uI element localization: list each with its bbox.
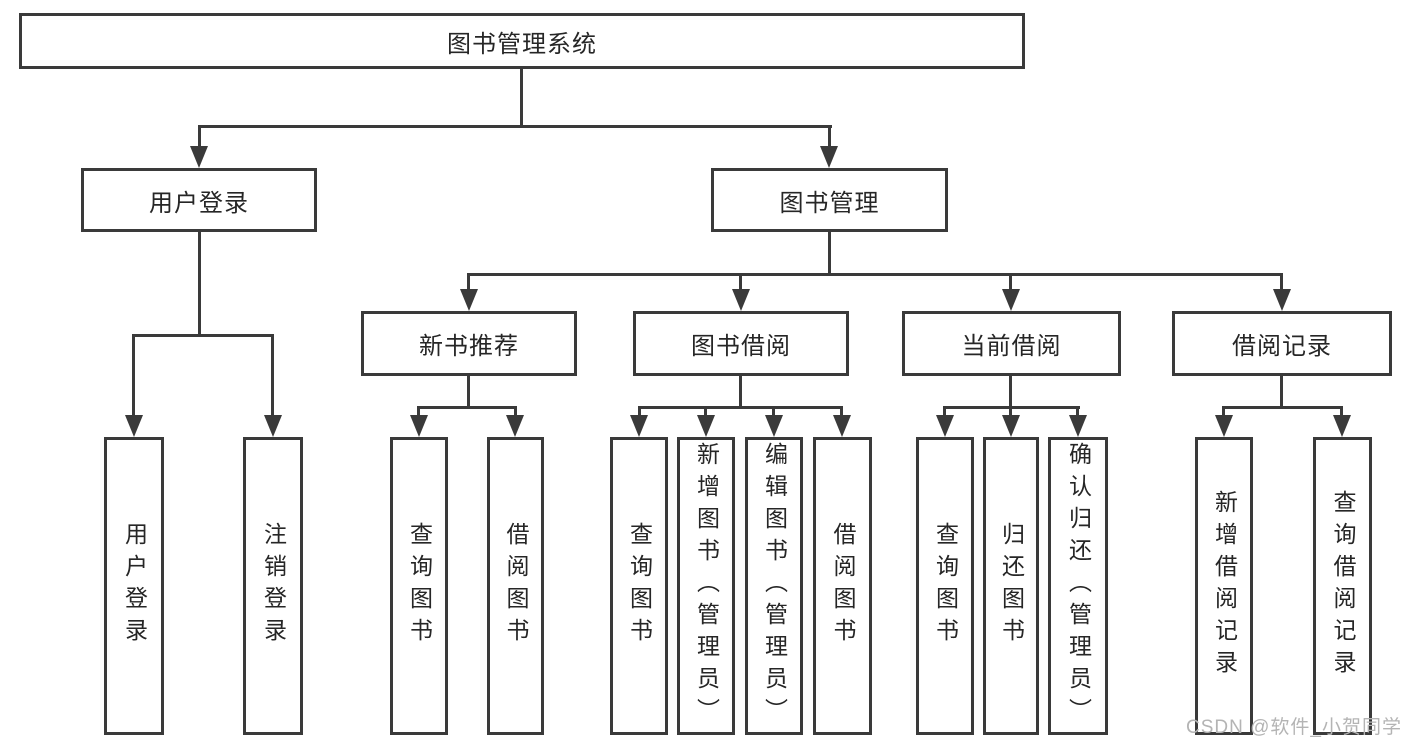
- leaf-label: 新增借阅记录: [1211, 490, 1238, 682]
- connector-to-nbr-query: [417, 406, 420, 418]
- connector-bb-hbar: [638, 406, 843, 409]
- leaf-label: 借阅图书: [503, 522, 529, 650]
- leaf-cb-return-books: 归还图书: [983, 437, 1039, 735]
- node-new-book-recommend: 新书推荐: [361, 311, 577, 376]
- connector-to-current-borrow: [1009, 273, 1012, 291]
- leaf-label: 借阅图书: [830, 522, 856, 650]
- connector-br-hbar: [1222, 406, 1343, 409]
- leaf-label: 确认归还（管理员）: [1065, 442, 1092, 730]
- arrow-down-icon: [1215, 415, 1233, 437]
- connector-nbr-stem: [467, 376, 470, 408]
- connector-to-new-book-recommend: [467, 273, 470, 291]
- connector-nbr-hbar: [417, 406, 517, 409]
- leaf-logout: 注销登录: [243, 437, 303, 735]
- connector-br-stem: [1280, 376, 1283, 408]
- node-current-borrow: 当前借阅: [902, 311, 1121, 376]
- connector-bb-stem: [739, 376, 742, 408]
- arrow-down-icon: [765, 415, 783, 437]
- connector-to-leaf-user-login: [132, 334, 135, 417]
- arrow-down-icon: [1069, 415, 1087, 437]
- leaf-label: 注销登录: [260, 522, 287, 650]
- arrow-down-icon: [732, 289, 750, 311]
- connector-to-user-login: [198, 125, 201, 148]
- arrow-down-icon: [1333, 415, 1351, 437]
- arrow-down-icon: [460, 289, 478, 311]
- leaf-label: 查询图书: [626, 522, 653, 650]
- connector-to-bb-query: [638, 406, 641, 418]
- node-label: 图书管理: [779, 189, 880, 217]
- connector-to-bb-borrow: [840, 406, 843, 418]
- connector-root-stem: [520, 69, 523, 127]
- arrow-down-icon: [1002, 289, 1020, 311]
- arrow-down-icon: [506, 415, 524, 437]
- leaf-br-add-borrow-record: 新增借阅记录: [1195, 437, 1253, 735]
- arrow-down-icon: [697, 415, 715, 437]
- connector-to-cb-query: [943, 406, 946, 418]
- arrow-down-icon: [630, 415, 648, 437]
- node-book-management: 图书管理: [711, 168, 948, 232]
- leaf-cb-query-books: 查询图书: [916, 437, 974, 735]
- node-book-borrow: 图书借阅: [633, 311, 849, 376]
- leaf-label: 新增图书（管理员）: [693, 442, 720, 730]
- connector-to-cb-return: [1009, 406, 1012, 418]
- leaf-label: 编辑图书（管理员）: [761, 442, 788, 730]
- node-label: 当前借阅: [961, 333, 1062, 360]
- node-label: 新书推荐: [419, 333, 519, 360]
- node-label: 用户登录: [149, 189, 249, 217]
- connector-book-mgmt-hbar: [467, 273, 1283, 276]
- arrow-down-icon: [1273, 289, 1291, 311]
- arrow-down-icon: [1002, 415, 1020, 437]
- connector-to-cb-confirm: [1076, 406, 1079, 418]
- leaf-label: 查询图书: [406, 522, 433, 650]
- connector-user-login-stem: [198, 232, 201, 336]
- connector-to-bb-edit: [772, 406, 775, 418]
- arrow-down-icon: [410, 415, 428, 437]
- connector-to-br-query: [1340, 406, 1343, 418]
- leaf-label: 查询图书: [932, 522, 959, 650]
- connector-to-borrow-records: [1280, 273, 1283, 291]
- node-label: 图书管理系统: [447, 30, 597, 58]
- leaf-cb-confirm-return-admin: 确认归还（管理员）: [1048, 437, 1108, 735]
- connector-to-nbr-borrow: [514, 406, 517, 418]
- connector-book-mgmt-stem: [828, 232, 831, 276]
- leaf-bb-query-books: 查询图书: [610, 437, 668, 735]
- arrow-down-icon: [820, 146, 838, 168]
- connector-to-book-borrow: [739, 273, 742, 291]
- leaf-user-login: 用户登录: [104, 437, 164, 735]
- node-root-library-system: 图书管理系统: [19, 13, 1025, 69]
- node-label: 图书借阅: [691, 333, 791, 360]
- connector-root-hbar: [198, 125, 832, 128]
- csdn-watermark: CSDN @软件_小贺同学: [1186, 717, 1402, 738]
- arrow-down-icon: [190, 146, 208, 168]
- connector-to-leaf-logout: [271, 334, 274, 417]
- connector-to-br-add: [1222, 406, 1225, 418]
- node-borrow-records: 借阅记录: [1172, 311, 1392, 376]
- arrow-down-icon: [833, 415, 851, 437]
- leaf-bb-borrow-books: 借阅图书: [813, 437, 872, 735]
- leaf-bb-add-books-admin: 新增图书（管理员）: [677, 437, 735, 735]
- connector-to-bb-add: [704, 406, 707, 418]
- arrow-down-icon: [936, 415, 954, 437]
- arrow-down-icon: [125, 415, 143, 437]
- leaf-label: 查询借阅记录: [1330, 490, 1356, 682]
- leaf-bb-edit-books-admin: 编辑图书（管理员）: [745, 437, 803, 735]
- connector-to-book-management: [828, 125, 831, 148]
- arrow-down-icon: [264, 415, 282, 437]
- leaf-br-query-borrow-record: 查询借阅记录: [1313, 437, 1372, 735]
- node-user-login: 用户登录: [81, 168, 317, 232]
- leaf-nbr-borrow-books: 借阅图书: [487, 437, 544, 735]
- leaf-label: 归还图书: [998, 522, 1025, 650]
- connector-cb-stem: [1009, 376, 1012, 408]
- connector-user-login-hbar: [132, 334, 274, 337]
- leaf-nbr-query-books: 查询图书: [390, 437, 448, 735]
- node-label: 借阅记录: [1232, 333, 1332, 360]
- leaf-label: 用户登录: [121, 522, 148, 650]
